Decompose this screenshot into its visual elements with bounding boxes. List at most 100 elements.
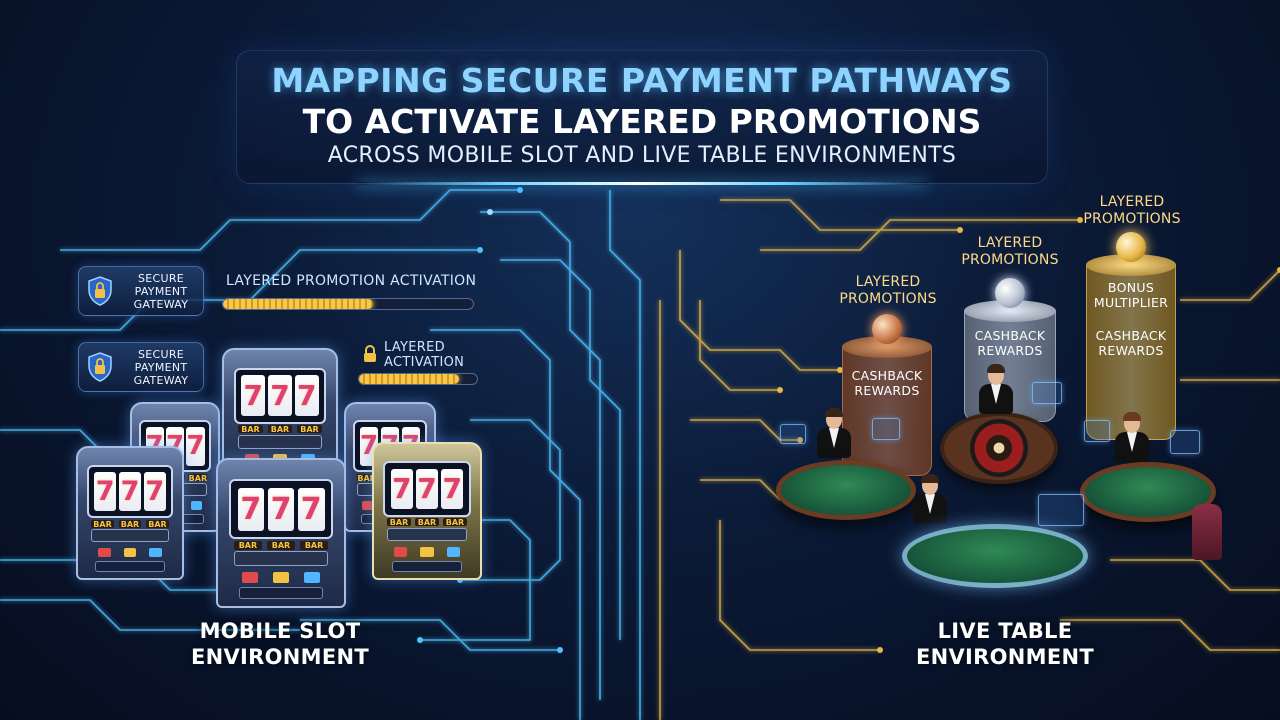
promotion-3-label-line-1: LAYERED [1099, 194, 1165, 210]
promotion-1-label-line-1: LAYERED [855, 274, 921, 290]
secure-payment-gateway-1: SECURE PAYMENT GATEWAY [78, 266, 204, 316]
slot-button [97, 547, 111, 558]
slot-reel: 7 [267, 487, 295, 531]
circuit-trace [60, 189, 520, 251]
slot-reel: 7 [415, 468, 439, 509]
reel-bar-label: BAR [234, 540, 262, 550]
pillar-3-text-1: BONUS [1107, 280, 1155, 295]
slot-button [149, 547, 163, 558]
layered-activation-line-2: ACTIVATION [384, 355, 465, 370]
promotion-pillar-cashback-1: CASHBACK REWARDS [842, 314, 932, 476]
reel-bar-label: BAR [443, 517, 467, 527]
circuit-node [777, 387, 783, 393]
circuit-trace [480, 211, 601, 700]
circuit-trace [0, 249, 480, 331]
slot-bar-band: BAR BAR BAR [91, 519, 169, 529]
dealer-roulette [974, 364, 1018, 416]
slot-button [304, 572, 320, 583]
live-table-label-line-1: LIVE TABLE [937, 619, 1073, 643]
reel-bar-label: BAR [415, 517, 439, 527]
gateway-2-line-1: SECURE [137, 347, 185, 361]
gateway-1-line-2: PAYMENT [134, 284, 188, 298]
circuit-node [1277, 267, 1280, 273]
secure-payment-gateway-2: SECURE PAYMENT GATEWAY [78, 342, 204, 392]
pillar-3-text-4: REWARDS [1098, 343, 1164, 358]
reel-seven-symbol: 7 [240, 491, 262, 527]
circuit-node [477, 247, 483, 253]
reel-seven-symbol: 7 [442, 472, 463, 506]
circuit-trace [720, 199, 960, 231]
promotion-2-label-line-2: PROMOTIONS [961, 252, 1059, 268]
promotion-pillar-bonus-multiplier: BONUS MULTIPLIER CASHBACK REWARDS [1086, 232, 1176, 440]
reel-seven-symbol: 7 [297, 379, 317, 413]
circuit-node [517, 187, 523, 193]
slot-control-panel [234, 551, 328, 566]
reel-bar-label: BAR [188, 473, 208, 483]
slot-reel: 7 [119, 472, 141, 511]
slot-base [95, 561, 165, 572]
padlock-icon [364, 345, 376, 362]
gold-orb-icon [1116, 232, 1146, 262]
reel-seven-symbol: 7 [270, 379, 290, 413]
layered-activation-line-1: LAYERED [384, 340, 445, 355]
pillar-2-text-1: CASHBACK [974, 328, 1046, 343]
circuit-trace [430, 329, 581, 720]
slot-base [391, 560, 463, 572]
live-table-label-line-2: ENVIRONMENT [915, 645, 1095, 669]
pillar-1-text-2: REWARDS [854, 383, 920, 398]
reel-bar-label: BAR [267, 540, 295, 550]
slot-button [394, 546, 408, 557]
slot-reel: 7 [441, 468, 464, 509]
circuit-trace [0, 599, 300, 631]
slot-control-panel [387, 527, 467, 542]
blackjack-table-right [1080, 462, 1216, 522]
reel-seven-symbol: 7 [95, 476, 115, 508]
slot-reel: 7 [186, 426, 205, 466]
circuit-trace [420, 519, 531, 641]
casino-chair [1192, 504, 1222, 560]
layered-activation-label: LAYERED ACTIVATION [384, 340, 464, 370]
circuit-node [797, 437, 803, 443]
holo-panel-2 [872, 418, 900, 440]
slot-button [123, 547, 137, 558]
promotion-3-label-line-2: PROMOTIONS [1083, 211, 1181, 227]
holo-panel-4 [1084, 420, 1110, 442]
pillar-1-text-1: CASHBACK [851, 368, 923, 383]
promotion-activation-fill [223, 299, 373, 309]
circuit-trace [609, 190, 641, 720]
slot-reel: 7 [268, 375, 292, 416]
reel-bar-label: BAR [118, 519, 142, 529]
gateway-2-line-3: GATEWAY [133, 373, 189, 387]
slot-button [191, 500, 202, 510]
reel-bar-label: BAR [146, 519, 169, 529]
reel-seven-symbol: 7 [300, 491, 322, 527]
circuit-trace [460, 419, 561, 581]
circuit-trace [300, 619, 560, 651]
circuit-node [957, 227, 963, 233]
promotion-label-2: LAYERED PROMOTIONS [952, 235, 1068, 269]
mobile-slot-environment-label: MOBILE SLOT ENVIRONMENT [170, 618, 390, 670]
slot-control-panel [238, 434, 322, 449]
title-line-1: MAPPING SECURE PAYMENT PATHWAYS [271, 61, 1013, 100]
reel-seven-symbol: 7 [391, 472, 412, 506]
circuit-trace [500, 259, 621, 640]
slot-button [446, 546, 460, 557]
pillar-3-text-2: MULTIPLIER [1093, 295, 1169, 310]
reel-seven-symbol: 7 [120, 476, 140, 508]
roulette-wheel [940, 412, 1058, 484]
reel-seven-symbol: 7 [417, 472, 437, 506]
reel-bar-label: BAR [238, 425, 263, 434]
slot-reel: 7 [297, 487, 325, 531]
title-line-3: ACROSS MOBILE SLOT AND LIVE TABLE ENVIRO… [327, 143, 957, 168]
gateway-2-line-2: PAYMENT [134, 360, 188, 374]
blackjack-table-front [902, 524, 1088, 588]
reel-bar-label: BAR [387, 517, 411, 527]
reel-bar-label: BAR [91, 519, 114, 529]
title-line-2: TO ACTIVATE LAYERED PROMOTIONS [302, 102, 982, 141]
shield-lock-icon [88, 352, 112, 382]
